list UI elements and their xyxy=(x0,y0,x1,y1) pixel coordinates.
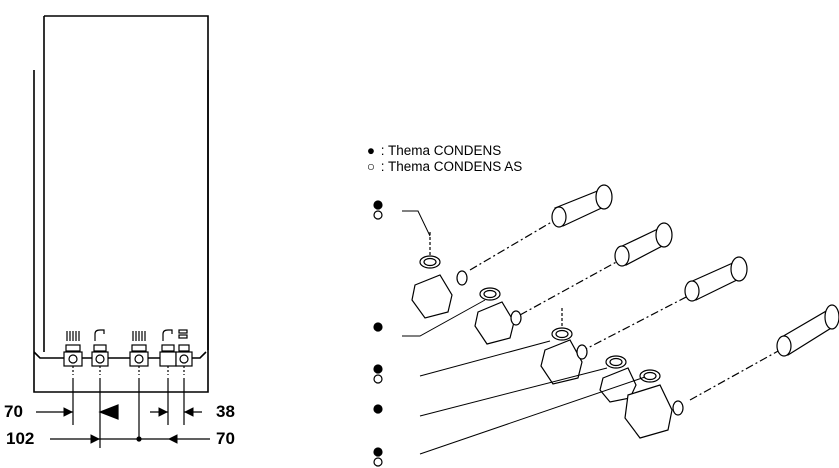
radiator-icon xyxy=(132,331,146,341)
open-circle-icon: ○ xyxy=(366,159,376,174)
pipe-section-3 xyxy=(579,256,748,353)
marker-filled xyxy=(373,322,383,332)
dimension-lines xyxy=(36,378,210,448)
pipe-section-4 xyxy=(689,304,839,401)
marker-filled xyxy=(373,447,383,457)
radiator-icon xyxy=(66,331,80,341)
tap-icon xyxy=(162,329,173,341)
gas-icon xyxy=(178,329,188,339)
marker-open xyxy=(373,374,383,384)
marker-filled xyxy=(373,364,383,374)
legend-label-condens-as: : Thema CONDENS AS xyxy=(377,159,523,174)
callout-leaders xyxy=(402,210,646,455)
marker-open xyxy=(373,457,383,467)
filled-circle-icon: ● xyxy=(366,143,376,158)
boiler-casing xyxy=(33,15,209,393)
connection-heating-flow xyxy=(63,344,83,375)
callout-markers xyxy=(373,200,383,467)
accessory-exploded-view xyxy=(411,184,839,439)
connection-symbols xyxy=(66,329,188,341)
legend-label-condens: : Thema CONDENS xyxy=(377,143,502,158)
marker-filled xyxy=(373,200,383,210)
dimension-top-right: 38 xyxy=(216,402,235,421)
connection-heating-return xyxy=(129,344,149,375)
valve-1 xyxy=(411,232,468,319)
legend: ● : Thema CONDENS ○ : Thema CONDENS AS xyxy=(365,143,522,175)
connection-gas xyxy=(175,344,193,375)
valve-5-gas xyxy=(624,369,684,439)
connection-hot-water xyxy=(91,344,109,375)
legend-row-condens: ● : Thema CONDENS xyxy=(365,143,522,159)
pipe-section-1 xyxy=(469,184,613,271)
marker-open xyxy=(373,210,383,220)
connection-cold-water xyxy=(159,344,177,375)
valve-3 xyxy=(540,308,588,385)
legend-row-condens-as: ○ : Thema CONDENS AS xyxy=(365,159,522,175)
tap-icon xyxy=(94,329,105,341)
valve-2 xyxy=(474,287,522,345)
marker-filled xyxy=(373,404,383,414)
boiler-connections xyxy=(63,344,193,375)
valve-4 xyxy=(599,355,637,403)
dimension-bottom-left: 102 xyxy=(6,429,35,448)
dimension-top-left: 70 xyxy=(4,402,23,421)
pipe-section-2 xyxy=(519,222,673,316)
dimension-bottom-right: 70 xyxy=(216,429,235,448)
